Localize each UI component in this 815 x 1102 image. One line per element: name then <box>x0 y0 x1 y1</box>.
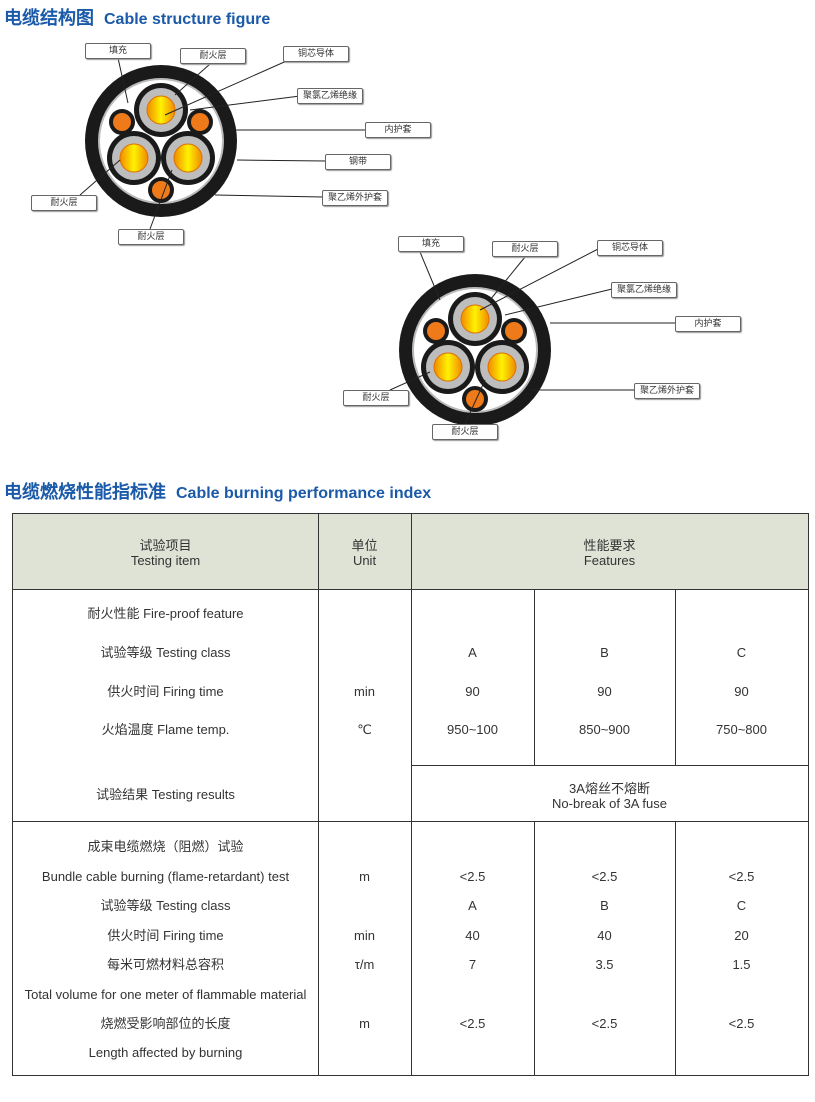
row-label: 每米可燃材料总容积 <box>106 957 224 973</box>
row-value: C <box>736 898 747 914</box>
row-value: A <box>468 898 477 914</box>
fire-title: 耐火性能 Fire-proof feature <box>87 606 244 621</box>
copper-conductor <box>119 143 149 173</box>
row-label: Length affected by burning <box>88 1045 243 1061</box>
copper-conductor <box>460 304 490 334</box>
row-unit: τ/m <box>354 957 375 973</box>
diagram-label: 聚氯乙烯绝缘 <box>611 282 677 298</box>
result-label: 试验结果 Testing results <box>96 787 235 802</box>
diagram-label: 耐火层 <box>31 195 97 211</box>
diagram-label: 内护套 <box>365 122 431 138</box>
row-value: 40 <box>597 927 612 943</box>
heading-en: Cable burning performance index <box>176 485 432 502</box>
row-value: A <box>468 645 477 660</box>
row-unit: min <box>354 683 375 699</box>
diagram-label: 耐火层 <box>492 241 558 257</box>
leader-line <box>236 159 327 162</box>
row-value: <2.5 <box>728 1016 755 1031</box>
copper-conductor <box>487 352 517 382</box>
heading-cn: 电缆结构图 <box>4 8 94 29</box>
diagram-label: 聚乙烯外护套 <box>322 190 388 206</box>
performance-heading: 电缆燃烧性能指标准 Cable burning performance index <box>4 478 431 504</box>
diagram-label: 聚氯乙烯绝缘 <box>297 88 363 104</box>
leader-line <box>389 371 431 391</box>
row-value: C <box>736 645 747 660</box>
row-label: 火焰温度 Flame temp. <box>101 722 230 737</box>
bundle-title: 成束电缆燃烧（阻燃）试验 <box>87 839 244 854</box>
row-label: 供火时间 Firing time <box>107 927 224 943</box>
row-unit: min <box>354 927 375 943</box>
row-value: 950~100 <box>447 722 498 737</box>
row-label: 试验等级 Testing class <box>100 898 231 914</box>
diagram-label: 铜芯导体 <box>283 46 349 62</box>
leader-line <box>214 194 324 198</box>
row-value: <2.5 <box>591 869 618 884</box>
leader-line <box>189 95 301 111</box>
leader-line <box>504 288 613 316</box>
row-value: 40 <box>465 927 480 943</box>
diagram-label: 钢带 <box>325 154 391 170</box>
diagram-label: 耐火层 <box>432 424 498 440</box>
row-label: Total volume for one meter of flammable … <box>24 986 307 1002</box>
row-value: 3.5 <box>595 957 614 973</box>
row-unit: m <box>359 1016 370 1031</box>
row-value: <2.5 <box>459 1016 486 1031</box>
row-value: 20 <box>734 927 749 943</box>
filler-core <box>191 113 209 131</box>
structure-heading: 电缆结构图 Cable structure figure <box>4 4 270 30</box>
diagram-label: 耐火层 <box>343 390 409 406</box>
filler-core <box>427 322 445 340</box>
diagram-label: 铜芯导体 <box>597 240 663 256</box>
row-label: 供火时间 Firing time <box>107 683 224 699</box>
row-value: B <box>600 898 609 914</box>
leader-line <box>489 256 526 301</box>
filler-core <box>113 113 131 131</box>
row-label: 试验等级 Testing class <box>100 645 231 660</box>
leader-line <box>419 251 441 301</box>
row-label: Bundle cable burning (flame-retardant) t… <box>41 869 290 884</box>
heading-en: Cable structure figure <box>104 11 271 28</box>
row-value: 1.5 <box>732 957 751 973</box>
leader-line <box>149 169 173 230</box>
cable-diagrams <box>79 54 676 426</box>
row-value: 90 <box>465 683 480 699</box>
heading-cn: 电缆燃烧性能指标准 <box>4 482 166 503</box>
leader-line <box>479 247 601 311</box>
row-value: <2.5 <box>591 1016 618 1031</box>
row-value: 90 <box>597 683 612 699</box>
filler-core <box>466 390 484 408</box>
copper-conductor <box>433 352 463 382</box>
diagram-label: 填充 <box>398 236 464 252</box>
filler-core <box>152 181 170 199</box>
row-value: B <box>600 645 609 660</box>
row-value: 7 <box>468 957 477 973</box>
diagram-label: 填充 <box>85 43 151 59</box>
copper-conductor <box>146 95 176 125</box>
leader-line <box>79 159 121 196</box>
row-value: <2.5 <box>459 869 486 884</box>
row-value: 750~800 <box>716 722 767 737</box>
diagram-label: 耐火层 <box>118 229 184 245</box>
row-label: 烧燃受影响部位的长度 <box>100 1016 231 1031</box>
table-header <box>13 514 808 590</box>
diagram-label: 内护套 <box>675 316 741 332</box>
leader-line <box>174 63 211 96</box>
copper-conductor <box>173 143 203 173</box>
row-value: 850~900 <box>579 722 630 737</box>
row-value: <2.5 <box>728 869 755 884</box>
row-value: 90 <box>734 683 749 699</box>
row-unit: ℃ <box>357 722 372 737</box>
row-unit: m <box>359 869 370 884</box>
diagram-label: 聚乙烯外护套 <box>634 383 700 399</box>
leader-line <box>464 379 486 425</box>
leader-line <box>164 54 301 116</box>
diagram-label: 耐火层 <box>180 48 246 64</box>
leader-line <box>117 57 129 104</box>
filler-core <box>505 322 523 340</box>
